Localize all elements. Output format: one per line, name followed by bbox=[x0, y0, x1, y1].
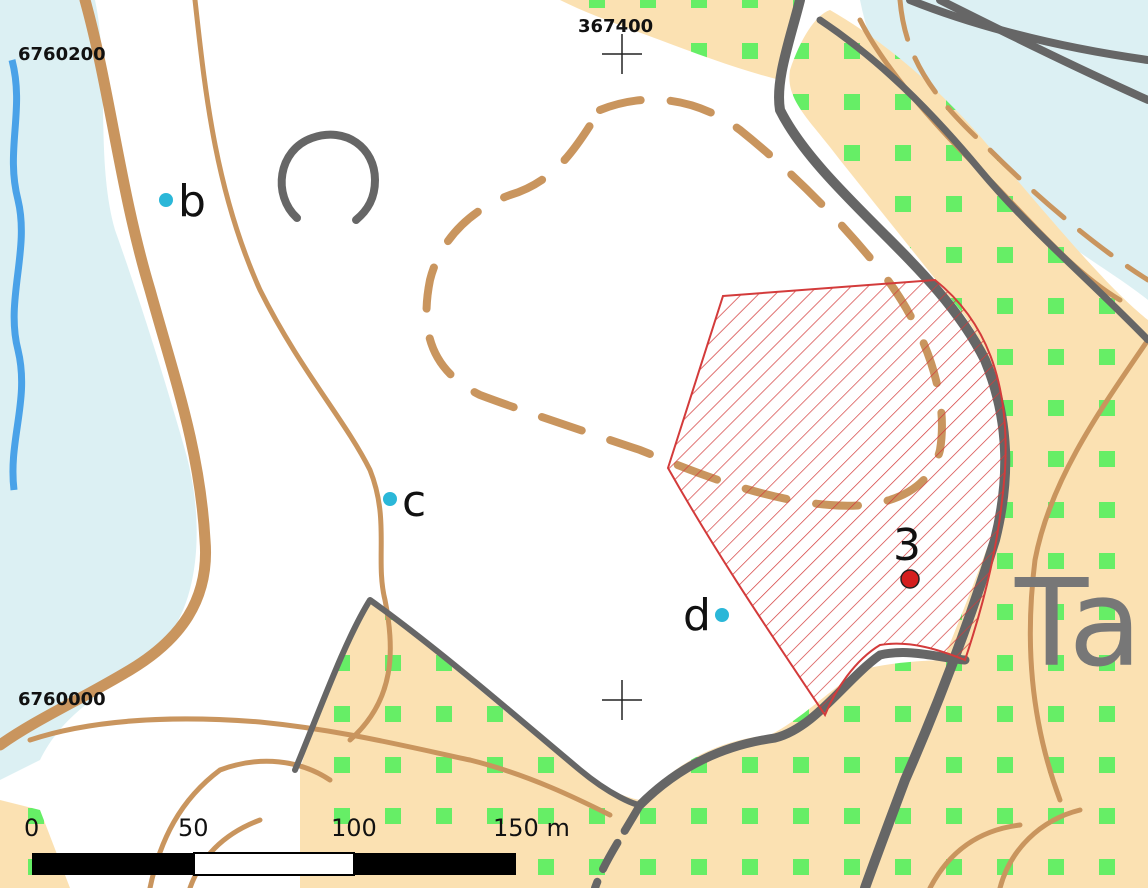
point-3-label: 3 bbox=[893, 520, 921, 571]
grid-label-northing-bottom: 6760000 bbox=[18, 689, 106, 710]
place-name-fragment: Ta bbox=[1014, 555, 1142, 694]
scale-label-150: 150 m bbox=[493, 814, 570, 842]
railway-stripes bbox=[979, 3, 1131, 42]
scale-label-50: 50 bbox=[178, 814, 209, 842]
point-c-marker bbox=[383, 492, 397, 506]
forest-bottom bbox=[300, 600, 970, 888]
grid-crosses bbox=[602, 34, 642, 720]
scale-bar-segment-1 bbox=[32, 853, 194, 875]
stream-left bbox=[8, 59, 26, 491]
scale-bar-segment-3 bbox=[354, 853, 516, 875]
scale-label-100: 100 bbox=[331, 814, 377, 842]
hatched-area bbox=[666, 278, 1007, 718]
scale-bar: 0 50 100 150 m bbox=[24, 814, 570, 876]
point-b-marker bbox=[159, 193, 173, 207]
scale-label-0: 0 bbox=[24, 814, 39, 842]
lake-left bbox=[0, 0, 197, 780]
point-d-marker bbox=[715, 608, 729, 622]
point-3[interactable]: 3 bbox=[893, 520, 921, 589]
point-c[interactable]: c bbox=[383, 476, 426, 527]
forest-right bbox=[789, 10, 1148, 888]
scale-bar-segment-2 bbox=[193, 852, 355, 876]
point-d-label: d bbox=[683, 590, 711, 641]
lake-top-right bbox=[860, 0, 1148, 300]
point-b[interactable]: b bbox=[159, 176, 206, 227]
grid-label-easting-top: 367400 bbox=[578, 16, 653, 37]
point-3-marker bbox=[900, 569, 920, 589]
point-d[interactable]: d bbox=[683, 590, 729, 641]
cliff-symbol bbox=[277, 130, 380, 224]
point-c-label: c bbox=[402, 476, 426, 527]
forest-top bbox=[560, 0, 800, 80]
point-b-label: b bbox=[178, 176, 206, 227]
grid-label-northing-top: 6760200 bbox=[18, 44, 106, 65]
